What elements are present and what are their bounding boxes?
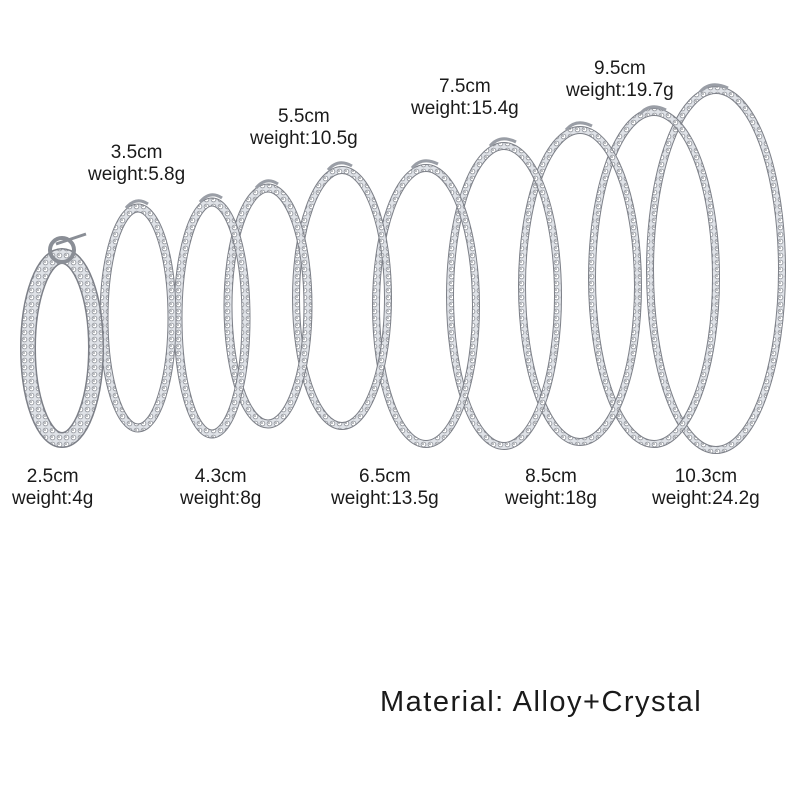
hoop-label-10-3cm: 10.3cm weight:24.2g: [652, 466, 760, 510]
hoop-label-7-5cm: 7.5cm weight:15.4g: [411, 76, 519, 120]
hoop-7-5cm: [446, 137, 562, 450]
hoop-4-3cm: [223, 179, 313, 429]
hoop-label-6-5cm: 6.5cm weight:13.5g: [331, 466, 439, 510]
material-caption: Material: Alloy+Crystal: [380, 686, 703, 718]
hoop-small-thick: [20, 232, 104, 448]
hoop-2-5cm: [99, 199, 177, 433]
hoop-weight: weight:19.7g: [566, 80, 674, 101]
hoop-size: 6.5cm: [359, 466, 411, 487]
hoop-size: 3.5cm: [110, 142, 163, 163]
hoop-3-5cm: [173, 193, 251, 439]
hoop-weight: weight:24.2g: [652, 488, 760, 509]
hoop-10-3cm: [646, 83, 786, 454]
hoop-size: 9.5cm: [594, 58, 646, 79]
hoop-weight: weight:8g: [180, 488, 262, 509]
hoop-6-5cm: [372, 159, 480, 448]
hoop-weight: weight:4g: [12, 488, 94, 509]
hoop-size: 7.5cm: [439, 76, 491, 97]
hoop-label-9-5cm: 9.5cm weight:19.7g: [566, 58, 674, 102]
hoop-weight: weight:5.8g: [88, 164, 186, 185]
hoop-weight: weight:10.5g: [250, 128, 358, 149]
hoop-5-5cm: [292, 161, 392, 430]
hoop-weight: weight:15.4g: [411, 98, 519, 119]
hoop-label-4-3cm: 4.3cm weight:8g: [180, 466, 261, 510]
hoop-size: 2.5cm: [26, 466, 79, 487]
hoop-label-2-5cm: 2.5cm weight:4g: [12, 466, 93, 510]
hoop-label-5-5cm: 5.5cm weight:10.5g: [250, 106, 358, 150]
hoop-9-5cm: [588, 105, 720, 448]
hoop-label-8-5cm: 8.5cm weight:18g: [505, 466, 597, 510]
hoop-size: 5.5cm: [278, 106, 330, 127]
hoop-weight: weight:13.5g: [331, 488, 439, 509]
hoop-size: 4.3cm: [194, 466, 247, 487]
hoop-size: 8.5cm: [525, 466, 577, 487]
hoop-weight: weight:18g: [505, 488, 597, 509]
hoop-8-5cm: [518, 121, 642, 446]
hoop-label-3-5cm: 3.5cm weight:5.8g: [88, 142, 185, 186]
hoop-size: 10.3cm: [674, 466, 738, 487]
